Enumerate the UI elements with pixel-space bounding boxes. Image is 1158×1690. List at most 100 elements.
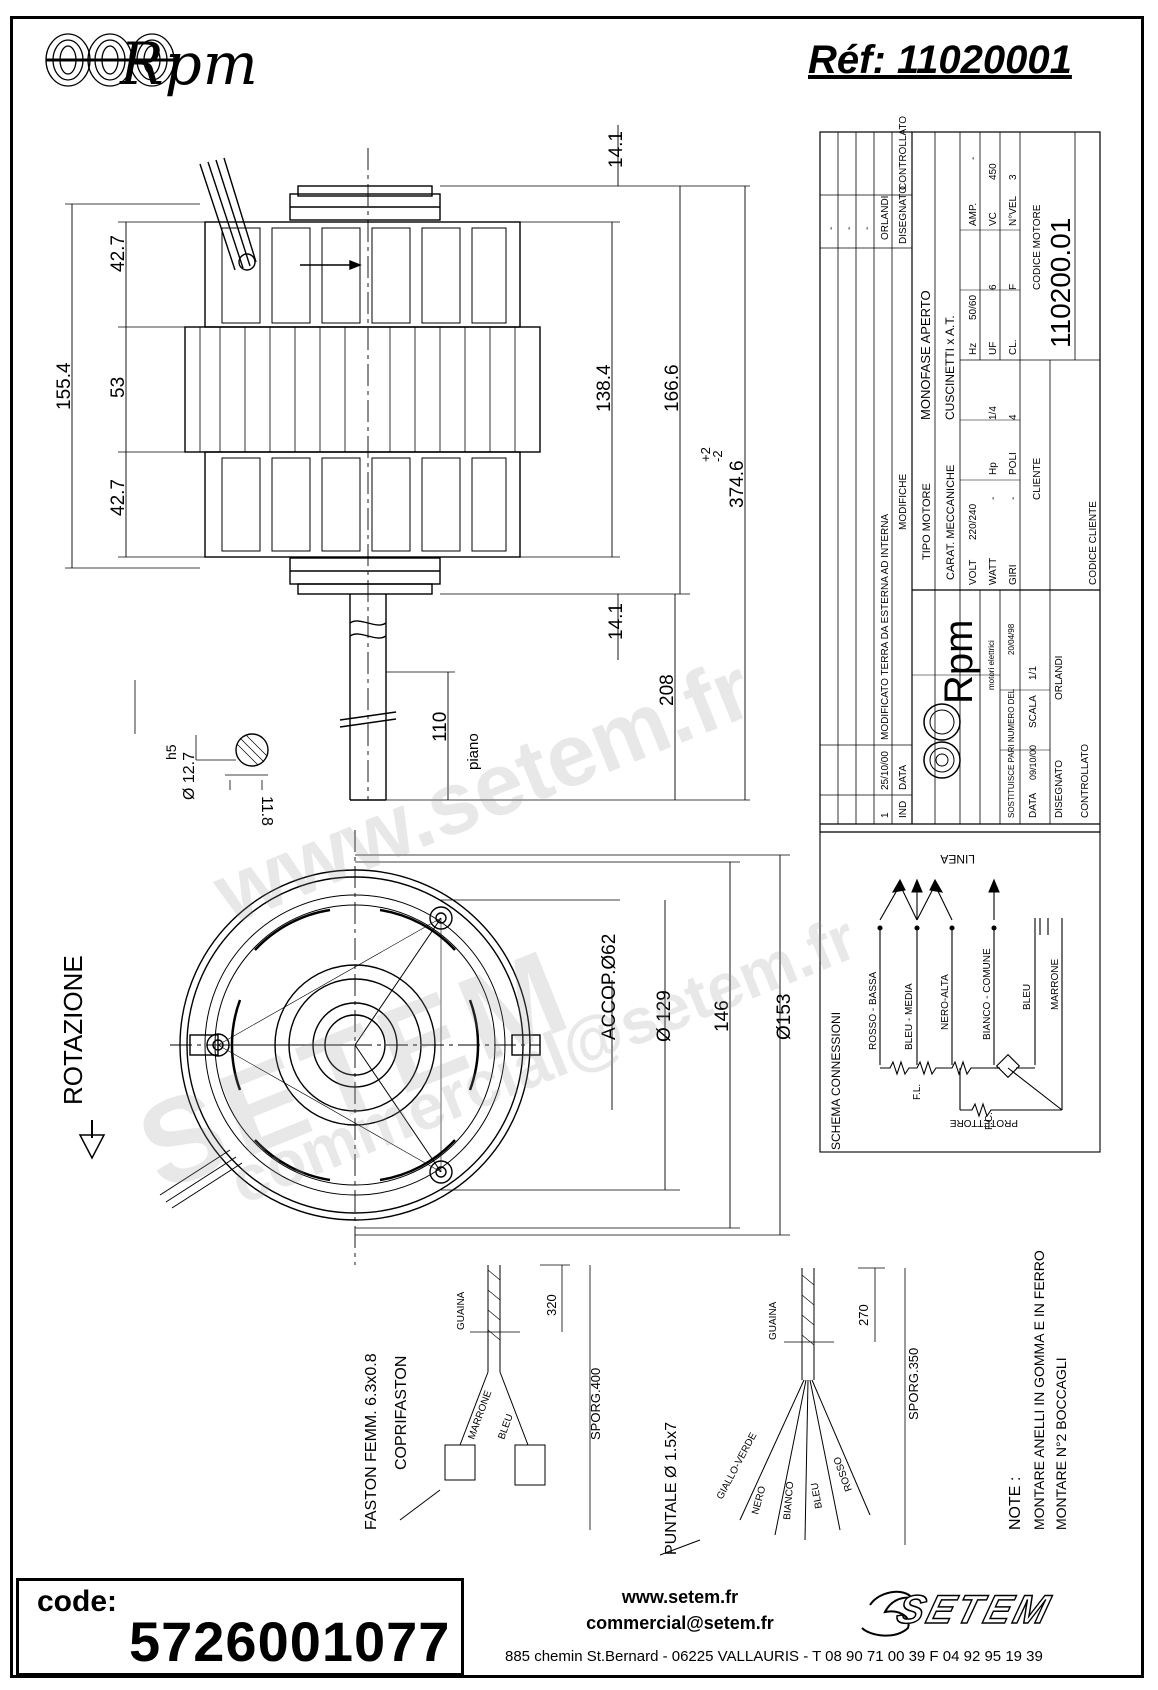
- code-value: 5726001077: [129, 1610, 451, 1673]
- rev-modifiche-header: MODIFICHE: [898, 474, 909, 530]
- schema-wire-marrone: MARRONE: [1050, 959, 1061, 1010]
- wiring-schema: [819, 831, 1101, 1153]
- schema-fl: F.L.: [912, 1084, 923, 1100]
- spec-watt-label: WATT: [988, 558, 999, 585]
- cable2-wire-bianco: BIANCO: [782, 1481, 796, 1520]
- spec-watt: -: [988, 497, 999, 500]
- schema-linea: LINEA: [940, 852, 975, 866]
- schema-title: SCHEMA CONNESSIONI: [829, 1012, 843, 1150]
- sostituisce-label: SOSTITUISCE PARI NUMERO DEL: [1007, 688, 1016, 818]
- rev-dash-2: -: [844, 227, 855, 230]
- spec-poli: 4: [1008, 414, 1019, 420]
- notes-line2: MONTARE N°2 BOCCAGLI: [1053, 1357, 1069, 1530]
- spec-amp: -: [968, 157, 979, 160]
- cable2-title: PUNTALE Ø 1.5x7: [663, 1422, 680, 1555]
- cable-1: [399, 1264, 591, 1530]
- code-label: code:: [37, 1585, 118, 1618]
- dim-138-4: 138.4: [594, 364, 615, 412]
- rev-controllato-header: CONTROLLATO: [898, 116, 909, 190]
- title-block-frame: [819, 131, 1101, 833]
- cable2-d270: 270: [856, 1304, 871, 1326]
- dim-42-7-top: 42.7: [108, 235, 129, 272]
- schema-wire-bleu: BLEU: [1022, 984, 1033, 1010]
- dim-155-4: 155.4: [54, 362, 75, 410]
- setem-swoosh-icon: [861, 1590, 915, 1637]
- dim-129: Ø 129: [654, 990, 675, 1042]
- brand-name: Rpm: [120, 30, 259, 98]
- shaft-flat: 11.8: [258, 796, 275, 826]
- footer-website-link[interactable]: www.setem.fr: [621, 1587, 739, 1607]
- cable1-wire-bleu: BLEU: [496, 1413, 515, 1441]
- spec-nvel: 3: [1008, 174, 1019, 180]
- notes-line1: MONTARE ANELLI IN GOMMA E IN FERRO: [1031, 1250, 1047, 1530]
- dim-42-7-bottom: 42.7: [108, 479, 129, 516]
- spec-amp-label: AMP.: [968, 203, 979, 226]
- footer-address: 885 chemin St.Bernard - 06225 VALLAURIS …: [505, 1648, 1043, 1665]
- data-label: DATA: [1028, 792, 1039, 818]
- footer-contacts: www.setem.fr commercial@setem.fr: [560, 1584, 800, 1636]
- spec-volt: 220/240: [968, 503, 979, 540]
- dim-153: Ø153: [774, 994, 795, 1040]
- rev-ind: 1: [880, 812, 891, 818]
- cable2-wire-nero: NERO: [750, 1485, 768, 1516]
- schema-wire-nero: NERO-ALTA: [940, 974, 951, 1030]
- rev-dash-3: -: [862, 227, 873, 230]
- dim-374-6-tol-minus: -2: [710, 450, 725, 462]
- sostituisce-date: 20/04/98: [1007, 623, 1016, 655]
- shaft-diameter: Ø 12.7: [181, 752, 198, 800]
- spec-giri: -: [1008, 497, 1019, 500]
- spec-hp-label: Hp: [988, 462, 999, 475]
- rev-data-header: DATA: [898, 764, 909, 790]
- schema-fc: F.C.: [984, 1112, 995, 1130]
- spec-vc: 450: [988, 163, 999, 180]
- footer-email-link[interactable]: commercial@setem.fr: [586, 1613, 774, 1633]
- rev-data: 25/10/00: [880, 751, 891, 790]
- spec-nvel-label: N°VEL: [1008, 195, 1019, 226]
- setem-logo: SETEM: [891, 1587, 1057, 1633]
- codice-motore: 110200.01: [1045, 218, 1076, 348]
- cable1-guaina: GUAINA: [456, 1291, 467, 1330]
- tb-logo-sub: motori elettrici: [987, 640, 996, 690]
- cable1-sporg: SPORG.400: [588, 1368, 603, 1440]
- codice-motore-label: CODICE MOTORE: [1032, 204, 1043, 290]
- spec-uf: 6: [988, 284, 999, 290]
- disegnato-value: ORLANDI: [1054, 656, 1065, 700]
- cable2-sporg: SPORG.350: [906, 1348, 921, 1420]
- dim-146: 146: [712, 1000, 733, 1032]
- tb-logo-text: Rpm: [937, 620, 981, 704]
- schema-wire-rosso: ROSSO - BASSA: [868, 971, 879, 1050]
- notes-title: NOTE :: [1007, 1477, 1024, 1530]
- carat: CUSCINETTI x A.T.: [943, 315, 957, 420]
- spec-hp: 1/4: [988, 406, 999, 420]
- shaft-flat-label: piano: [465, 733, 482, 770]
- dim-53: 53: [108, 377, 129, 398]
- spec-hz-label: Hz: [968, 343, 979, 355]
- dim-208: 208: [657, 674, 678, 706]
- dim-166-6: 166.6: [662, 364, 683, 412]
- spec-cl: F: [1008, 284, 1019, 290]
- data-value: 09/10/00: [1028, 745, 1038, 780]
- dim-14-1-bottom: 14.1: [606, 603, 627, 640]
- scala-label: SCALA: [1028, 695, 1039, 728]
- rev-dash-1: -: [826, 227, 837, 230]
- cable2-wire-rosso: ROSSO: [832, 1455, 855, 1493]
- dim-374-6: 374.6: [727, 460, 748, 508]
- dim-14-1-top: 14.1: [606, 131, 627, 168]
- codice-cliente-label: CODICE CLIENTE: [1088, 501, 1099, 585]
- rev-disegnato: ORLANDI: [880, 196, 891, 240]
- rpm-logo-coils: [45, 33, 175, 87]
- cable1-title1: FASTON FEMM. 6.3x0.8: [363, 1353, 380, 1530]
- code-box: code: 5726001077: [16, 1578, 464, 1676]
- drawing-frame: [10, 16, 1144, 1678]
- rotation-label: ROTAZIONE: [58, 955, 88, 1105]
- schema-protettore: PROTETTORE: [950, 1117, 1018, 1128]
- dim-374-6-tol-plus: +2: [698, 447, 713, 462]
- tipo-motore-label: TIPO MOTORE: [921, 483, 933, 560]
- rev-modifica: MODIFICATO TERRA DA ESTERNA AD INTERNA: [880, 514, 891, 740]
- reference-number: Réf: 11020001: [808, 38, 1072, 82]
- spec-volt-label: VOLT: [968, 560, 979, 585]
- spec-poli-label: POLI: [1008, 452, 1019, 475]
- schema-wire-bleu-media: BLEU - MEDIA: [904, 983, 915, 1050]
- cliente-label: CLIENTE: [1032, 457, 1043, 500]
